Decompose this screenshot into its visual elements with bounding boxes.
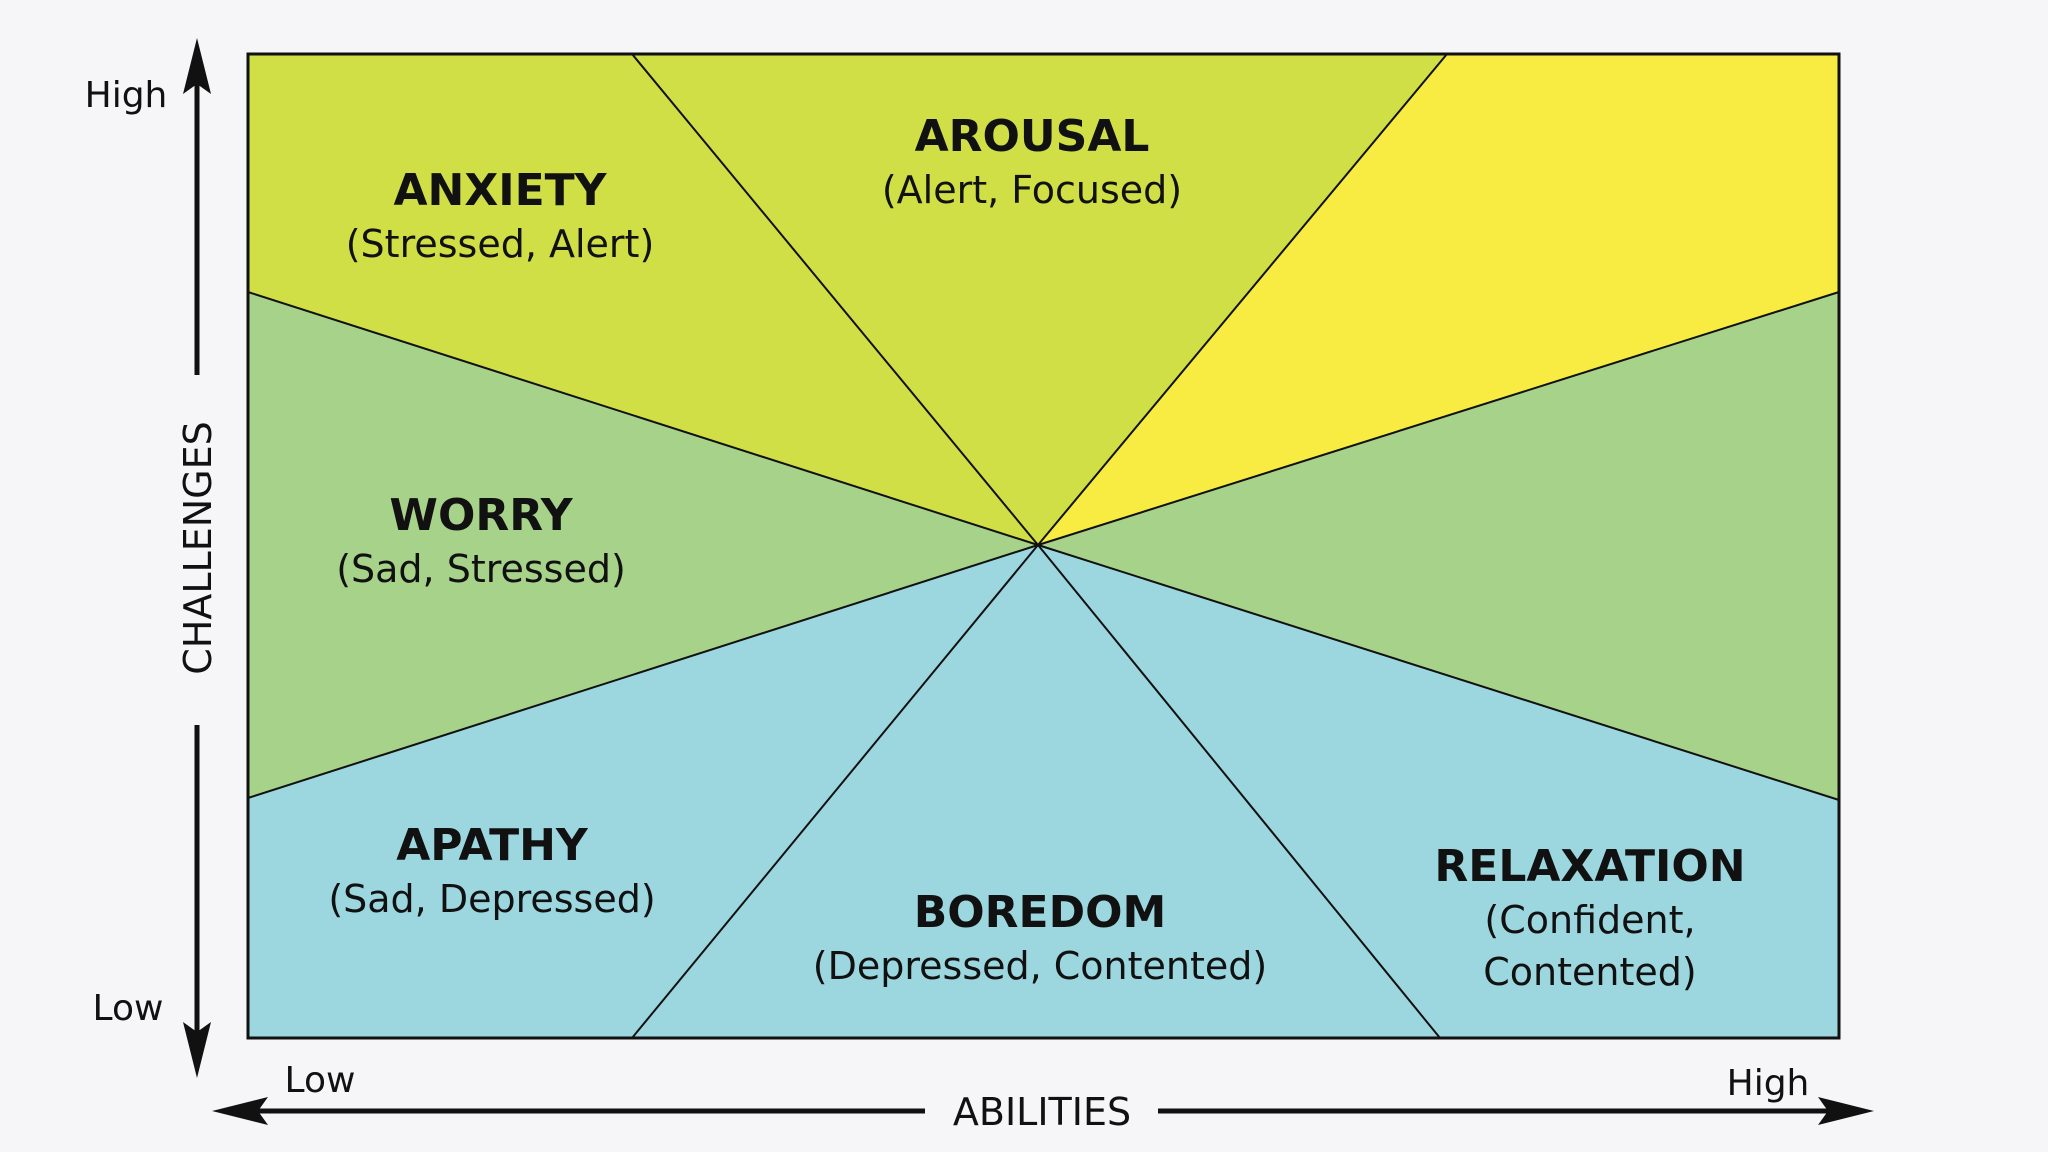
worry-subtitle: (Sad, Stressed) bbox=[336, 547, 626, 591]
divider-line bbox=[1037, 544, 1840, 801]
x-axis-left-arrowhead bbox=[212, 1097, 268, 1125]
worry-region bbox=[248, 292, 1038, 798]
relaxation-label: RELAXATION (Confident, Contented) bbox=[1434, 841, 1745, 994]
arousal-region bbox=[632, 54, 1447, 545]
y-axis-down-arrowhead bbox=[183, 1022, 211, 1078]
apathy-title: APATHY bbox=[396, 820, 589, 871]
boredom-title: BOREDOM bbox=[914, 887, 1167, 938]
relaxation-region bbox=[1038, 545, 1839, 1038]
y-axis-up-arrowhead bbox=[183, 38, 211, 94]
divider-line bbox=[1037, 544, 1441, 1039]
anxiety-subtitle: (Stressed, Alert) bbox=[346, 222, 655, 266]
unlabeled-green-region bbox=[1038, 292, 1839, 800]
relaxation-subtitle-line1: (Confident, bbox=[1484, 898, 1695, 942]
apathy-label: APATHY (Sad, Depressed) bbox=[328, 820, 655, 921]
anxiety-label: ANXIETY (Stressed, Alert) bbox=[346, 165, 655, 266]
divider-line bbox=[247, 291, 1039, 546]
boredom-label: BOREDOM (Depressed, Contented) bbox=[813, 887, 1267, 988]
y-axis-high-label: High bbox=[85, 75, 168, 116]
relaxation-subtitle-line2: Contented) bbox=[1483, 950, 1696, 994]
worry-label: WORRY (Sad, Stressed) bbox=[336, 490, 626, 591]
divider-line bbox=[1037, 291, 1840, 546]
unlabeled-yellow-region bbox=[1038, 54, 1839, 545]
diagram-frame bbox=[246, 52, 1841, 1040]
divider-line bbox=[247, 544, 1039, 799]
boredom-subtitle: (Depressed, Contented) bbox=[813, 944, 1267, 988]
x-axis-low-label: Low bbox=[285, 1060, 356, 1101]
x-axis-title: ABILITIES bbox=[953, 1090, 1131, 1134]
x-axis-high-label: High bbox=[1727, 1063, 1810, 1104]
sector-regions bbox=[248, 54, 1839, 1038]
relaxation-title: RELAXATION bbox=[1434, 841, 1745, 892]
x-axis-right-arrowhead bbox=[1818, 1097, 1874, 1125]
divider-line bbox=[631, 53, 1039, 546]
anxiety-region bbox=[248, 54, 1038, 545]
y-axis-low-label: Low bbox=[93, 988, 164, 1029]
arousal-title: AROUSAL bbox=[915, 111, 1150, 162]
y-axis-title: CHALLENGES bbox=[176, 421, 220, 674]
boredom-region bbox=[632, 545, 1440, 1038]
divider-line bbox=[1037, 53, 1448, 546]
y-axis bbox=[183, 38, 211, 1078]
worry-title: WORRY bbox=[389, 490, 573, 541]
divider-line bbox=[631, 544, 1039, 1039]
arousal-subtitle: (Alert, Focused) bbox=[882, 168, 1182, 212]
anxiety-title: ANXIETY bbox=[393, 165, 607, 216]
arousal-label: AROUSAL (Alert, Focused) bbox=[882, 111, 1182, 212]
apathy-subtitle: (Sad, Depressed) bbox=[328, 877, 655, 921]
x-axis bbox=[212, 1097, 1874, 1125]
divider-lines bbox=[247, 53, 1840, 1039]
apathy-region bbox=[248, 545, 1038, 1038]
